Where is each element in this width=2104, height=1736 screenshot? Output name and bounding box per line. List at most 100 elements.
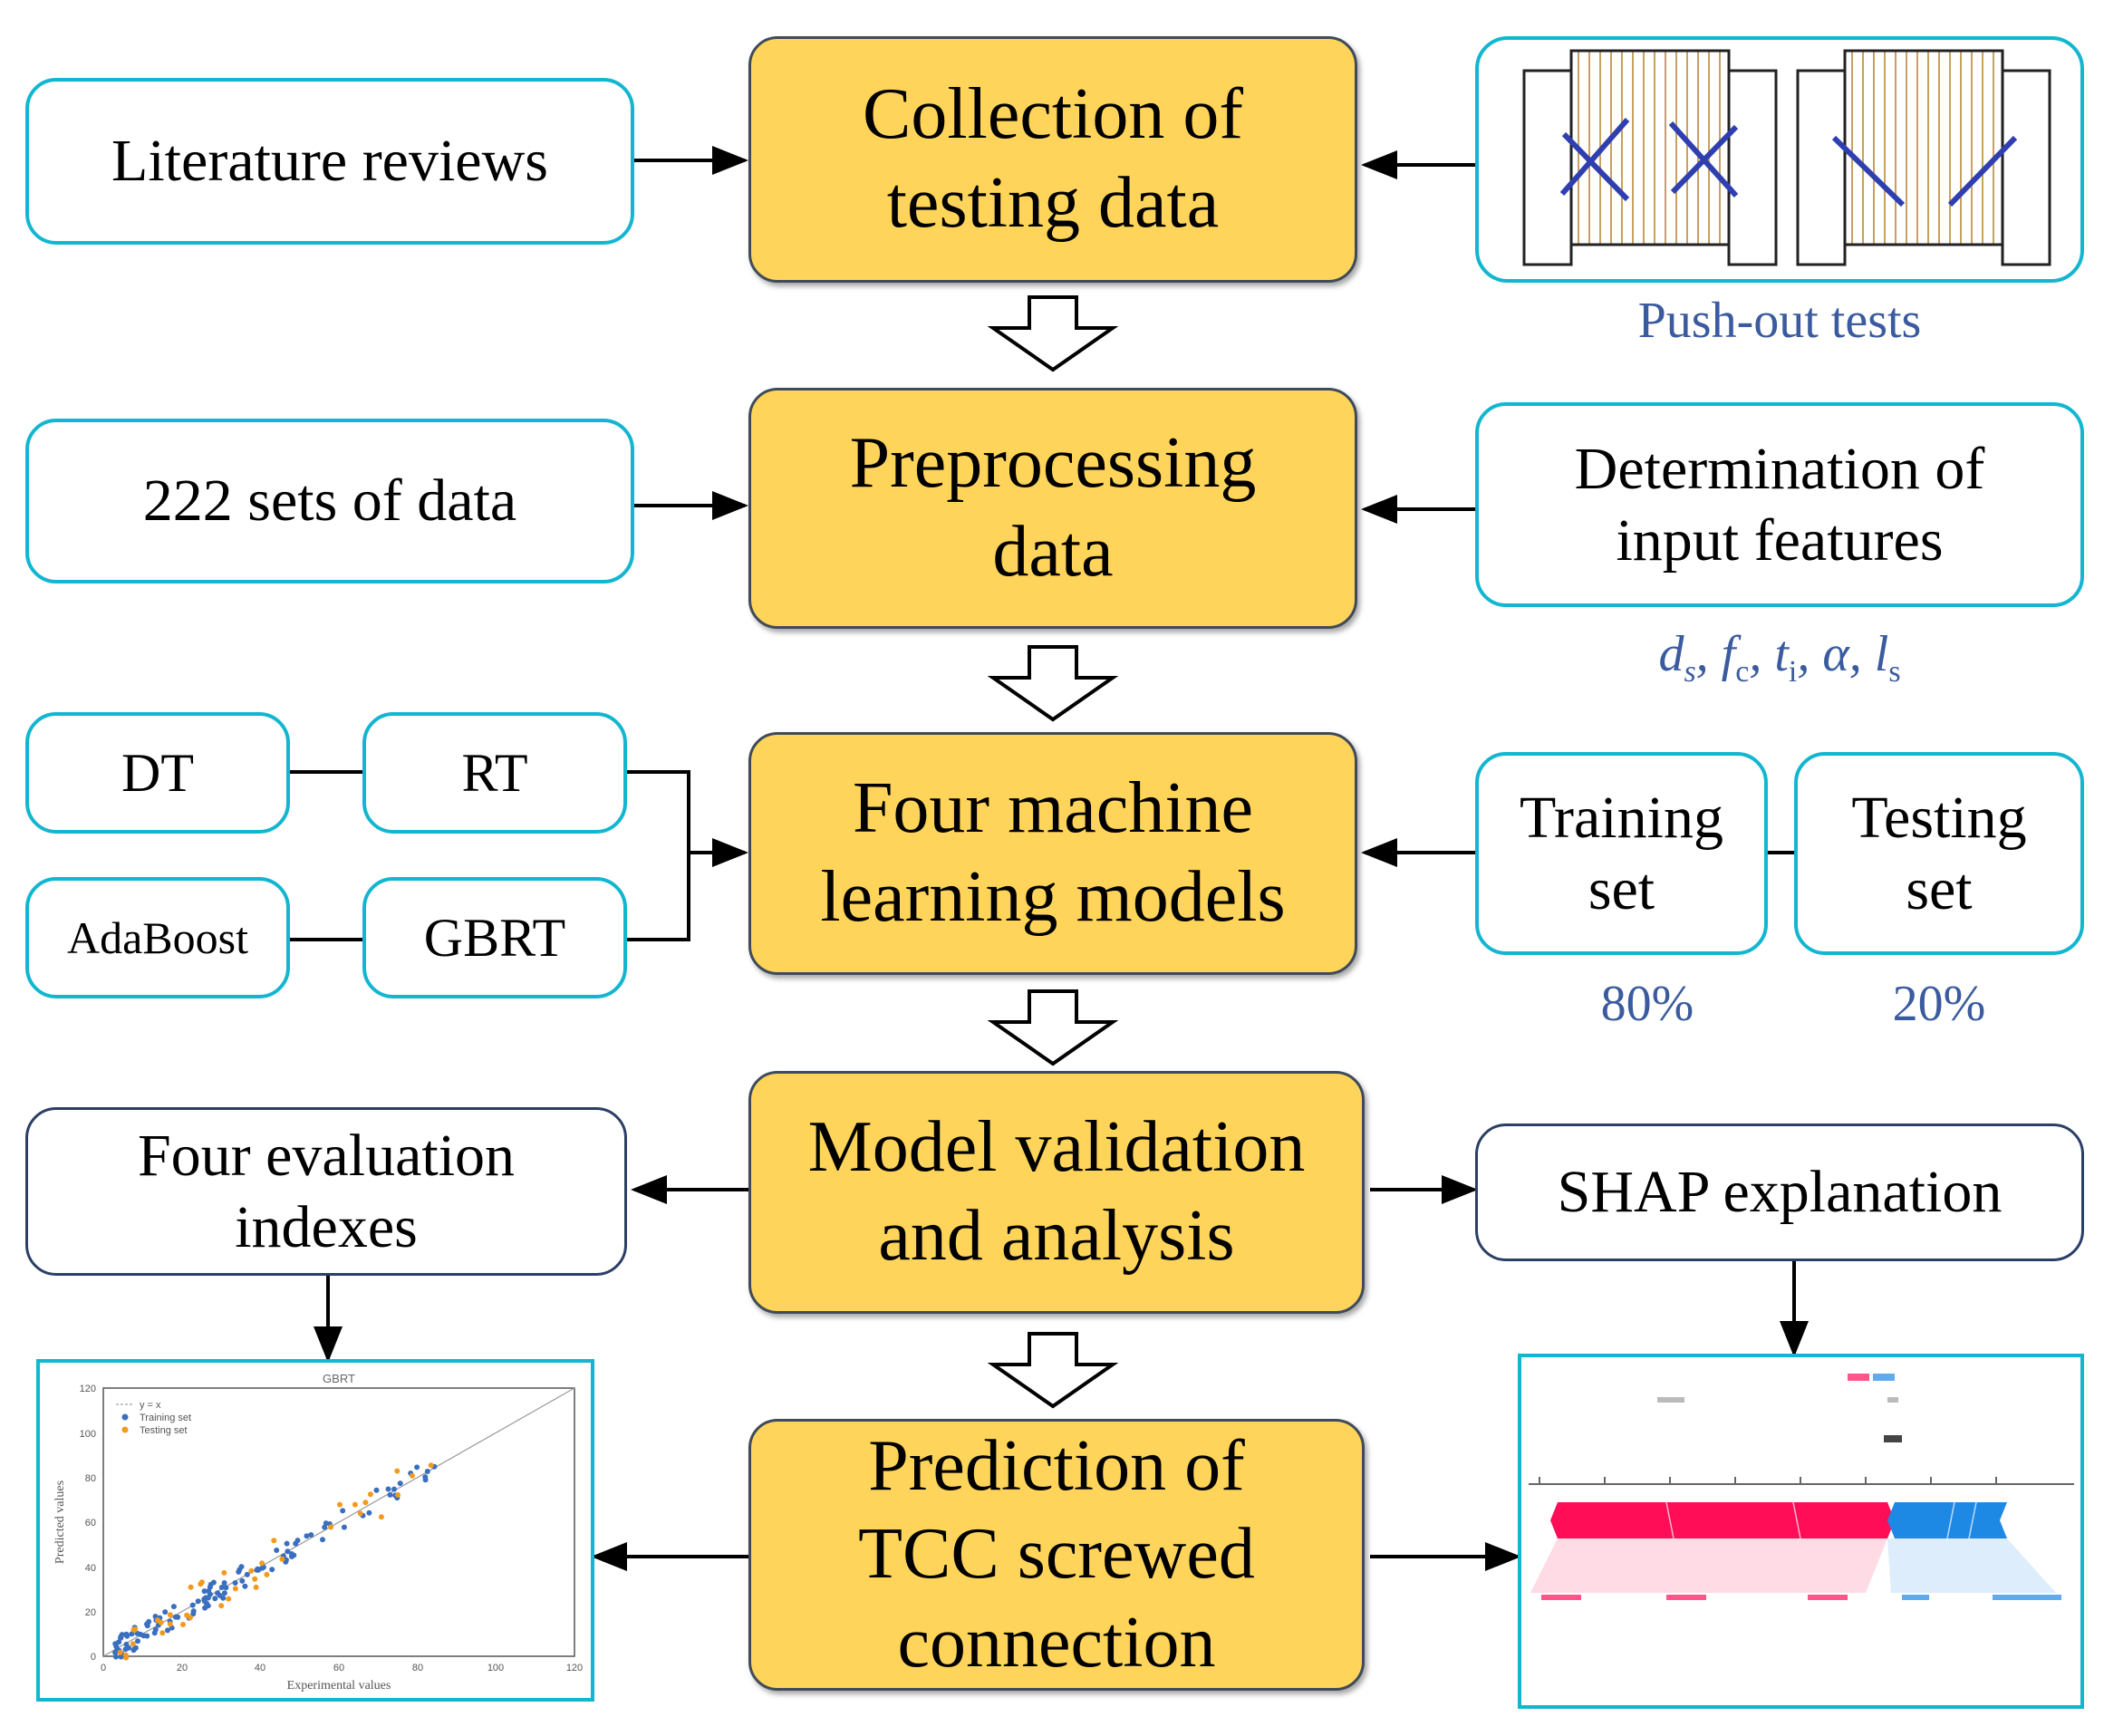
force-plot-red-fan [1530, 1538, 1887, 1593]
svg-text:y = x: y = x [140, 1400, 161, 1411]
svg-text:Training set: Training set [140, 1413, 191, 1423]
model-dt-label: DT [121, 743, 194, 803]
svg-text:60: 60 [85, 1518, 96, 1529]
step-ml-models-label: Four machine learning models [820, 768, 1286, 937]
model-dt-box: DT [25, 712, 290, 834]
specimen-left [1522, 49, 1778, 266]
svg-text:80: 80 [412, 1663, 423, 1673]
scatter-point [397, 1480, 403, 1487]
scatter-point [170, 1604, 177, 1610]
step-validation: Model validation and analysis [748, 1071, 1365, 1314]
scatter-point [152, 1626, 159, 1633]
svg-text:40: 40 [255, 1663, 265, 1673]
scatter-point [167, 1621, 173, 1627]
svg-text:120: 120 [566, 1663, 583, 1673]
determination-box: Determination of input features [1475, 402, 2084, 607]
scatter-point [259, 1560, 265, 1567]
flow-arrow-4 [987, 1332, 1119, 1409]
force-plot-blue-fan [1887, 1538, 2056, 1593]
scatter-point [304, 1533, 310, 1539]
shap-explanation-label: SHAP explanation [1557, 1159, 2003, 1226]
model-rt-label: RT [461, 743, 528, 803]
bracket-models [627, 770, 690, 941]
scatter-point [210, 1579, 217, 1586]
force-plot-red-bar [1550, 1502, 1895, 1538]
flow-arrow-3 [987, 989, 1119, 1066]
svg-text:0: 0 [101, 1663, 106, 1673]
input-features: ds, fc, ti, α, ls [1658, 626, 1901, 690]
determination-label: Determination of input features [1574, 435, 1985, 574]
scatter-point [422, 1474, 429, 1480]
scatter-point [130, 1647, 137, 1654]
step-prediction-label: Prediction of TCC screwed connection [858, 1425, 1255, 1683]
scatter-title: GBRT [323, 1372, 355, 1385]
force-plot-blue-bar [1887, 1502, 2007, 1538]
scatter-point [135, 1638, 140, 1644]
scatter-point [378, 1514, 384, 1520]
scatter-point [113, 1654, 119, 1660]
push-out-caption: Push-out tests [1637, 293, 1922, 349]
svg-text:20: 20 [85, 1607, 96, 1618]
specimen-right [1796, 49, 2051, 266]
data-sets-label: 222 sets of data [142, 468, 517, 535]
scatter-point [362, 1500, 369, 1506]
scatter-points [112, 1462, 438, 1661]
scatter-point [198, 1581, 204, 1587]
model-rt-box: RT [362, 712, 627, 834]
feature-alpha: α [1822, 626, 1849, 682]
scatter-point [387, 1491, 393, 1498]
scatter-point [279, 1556, 285, 1562]
scatter-point [414, 1464, 420, 1471]
scatter-point [308, 1532, 314, 1538]
scatter-point [322, 1524, 328, 1530]
scatter-point [218, 1585, 225, 1590]
scatter-point [131, 1627, 138, 1633]
step-collection-label: Collection of testing data [863, 74, 1243, 243]
scatter-point [201, 1598, 208, 1605]
scatter-ylabel: Predicted values [53, 1480, 67, 1564]
scatter-xlabel: Experimental values [287, 1679, 391, 1693]
feature-fc: fc [1721, 626, 1750, 690]
scatter-point [190, 1608, 197, 1615]
scatter-point [159, 1630, 166, 1636]
evaluation-indexes-label: Four evaluation indexes [137, 1122, 516, 1260]
scatter-point [328, 1524, 334, 1530]
scatter-point [116, 1639, 122, 1645]
feature-ds: ds [1658, 626, 1696, 690]
literature-reviews-box: Literature reviews [25, 78, 634, 245]
scatter-point [221, 1590, 227, 1596]
step-preprocessing-label: Preprocessing data [849, 423, 1257, 592]
scatter-point [291, 1552, 297, 1558]
training-set-label: Training set [1520, 784, 1723, 922]
scatter-point [285, 1548, 291, 1555]
training-percentage: 80% [1600, 976, 1694, 1032]
feature-ti: ti [1774, 626, 1798, 690]
scatter-point [212, 1596, 218, 1602]
scatter-identity-line [102, 1387, 575, 1657]
scatter-point [217, 1592, 223, 1598]
svg-text:80: 80 [85, 1473, 96, 1484]
svg-text:Testing set: Testing set [140, 1425, 188, 1436]
scatter-point [395, 1491, 401, 1498]
svg-text:60: 60 [333, 1663, 344, 1673]
svg-text:100: 100 [487, 1663, 504, 1673]
scatter-point [367, 1491, 373, 1498]
shap-force-plot-thumbnail [1518, 1354, 2084, 1709]
model-gbrt-box: GBRT [362, 877, 627, 998]
scatter-point [253, 1584, 259, 1590]
scatter-point [394, 1468, 401, 1474]
scatter-point [284, 1540, 290, 1547]
scatter-point [158, 1619, 164, 1625]
model-adaboost-box: AdaBoost [25, 877, 290, 998]
scatter-point [126, 1644, 132, 1651]
scatter-point [189, 1602, 196, 1608]
svg-text:0: 0 [91, 1652, 96, 1663]
scatter-point [118, 1635, 124, 1641]
scatter-point [167, 1612, 173, 1618]
scatter-point [252, 1576, 258, 1582]
scatter-point [271, 1538, 277, 1544]
svg-text:40: 40 [85, 1563, 96, 1574]
testing-set-box: Testing set [1794, 752, 2084, 955]
step-preprocessing: Preprocessing data [748, 388, 1357, 629]
